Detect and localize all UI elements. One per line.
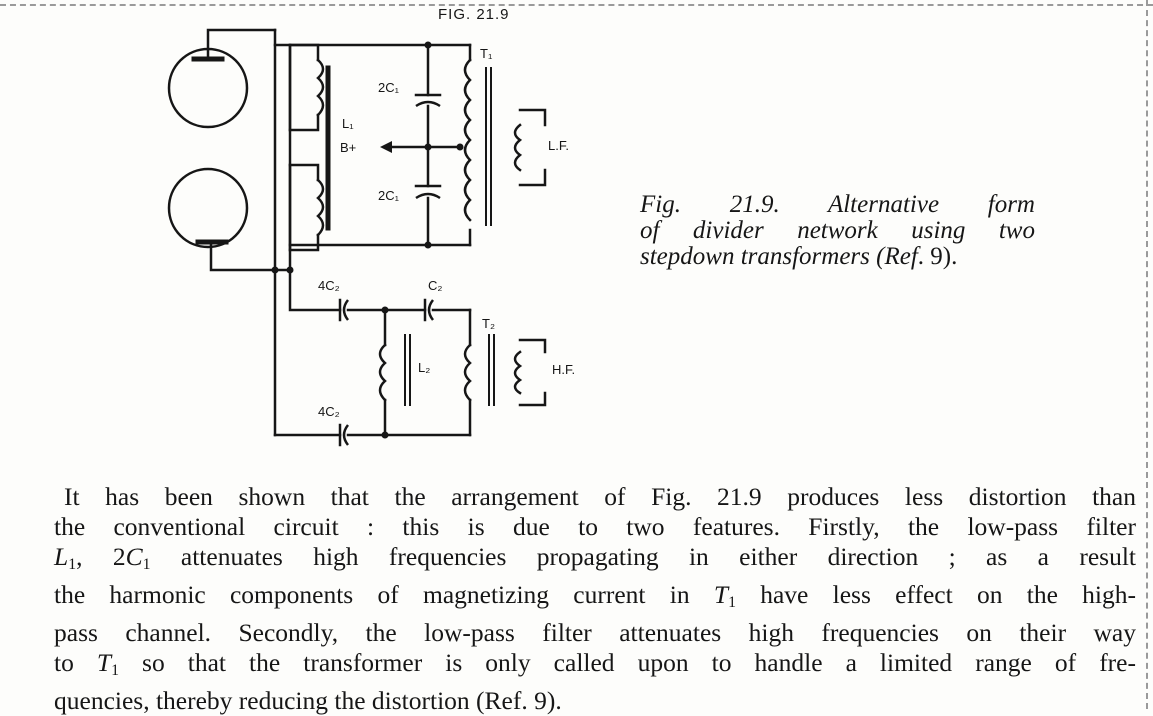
body-line-1: It has been shown that the arrangement o… [64,482,1136,511]
body-line-2: the conventional circuit : this is due t… [54,512,1136,541]
label-2c1-top: 2C₁ [378,80,400,95]
figure-caption: Fig. 21.9. Alternative form of divider n… [640,192,1035,270]
label-lf: L.F. [548,138,569,153]
label-c2: C₂ [428,278,442,293]
figure-top-label: FIG. 21.9 [438,6,510,23]
label-l2: L₂ [418,360,430,375]
label-t2: T₂ [482,316,495,331]
label-l1: L₁ [342,116,354,131]
subscript: 1 [68,555,77,573]
text-run: so that the transformer is only called u… [118,647,1136,677]
label-4c2-bottom: 4C₂ [318,404,340,419]
label-hf: H.F. [552,362,575,377]
caption-line-1: Fig. 21.9. Alternative form [640,191,1035,218]
symbol-t: T [713,579,729,609]
caption-line-3: stepdown transformers (Ref. 9). [640,244,1035,270]
caption-line-3-pre: stepdown transformers ( [640,243,885,270]
label-b-plus: B+ [340,140,356,155]
right-border-dashes [1146,0,1148,709]
text-run: , 2 [76,542,126,571]
subscript: 1 [142,555,151,573]
body-line-3: L1, 2C1 attenuates high frequencies prop… [54,542,1136,580]
caption-line-2: of divider network using two [640,217,1035,244]
symbol-l: L [54,542,69,571]
body-line-5: pass channel. Secondly, the low-pass fil… [54,617,1136,647]
caption-line-3-ref: Ref [884,243,918,270]
body-line-4: the harmonic components of magnetizing c… [54,580,1136,618]
body-paragraph: It has been shown that the arrangement o… [54,482,1136,716]
text-run: to [54,647,97,677]
label-2c1-bottom: 2C₁ [378,188,400,203]
circuit-diagram: 2C₁ L₁ B+ 2C₁ T₁ L.F. 4C₂ C₂ T₂ L₂ H.F. … [167,28,575,447]
valve-bottom [167,167,249,249]
caption-line-3-post: . 9). [917,243,958,270]
text-run: have less effect on the high- [735,579,1136,609]
label-4c2-top: 4C₂ [318,278,340,293]
text-run: the harmonic components of magnetizing c… [54,579,714,609]
body-line-6: to T1 so that the transformer is only ca… [54,648,1136,686]
body-line-7: quencies, thereby reducing the distortio… [54,685,562,715]
top-border-dashes [0,4,1153,6]
label-t1: T₁ [480,46,493,61]
text-run: attenuates high frequencies propagating … [150,542,1136,571]
symbol-c: C [125,542,143,571]
symbol-t: T [96,647,112,677]
subscript: 1 [728,593,736,611]
subscript: 1 [111,661,119,679]
